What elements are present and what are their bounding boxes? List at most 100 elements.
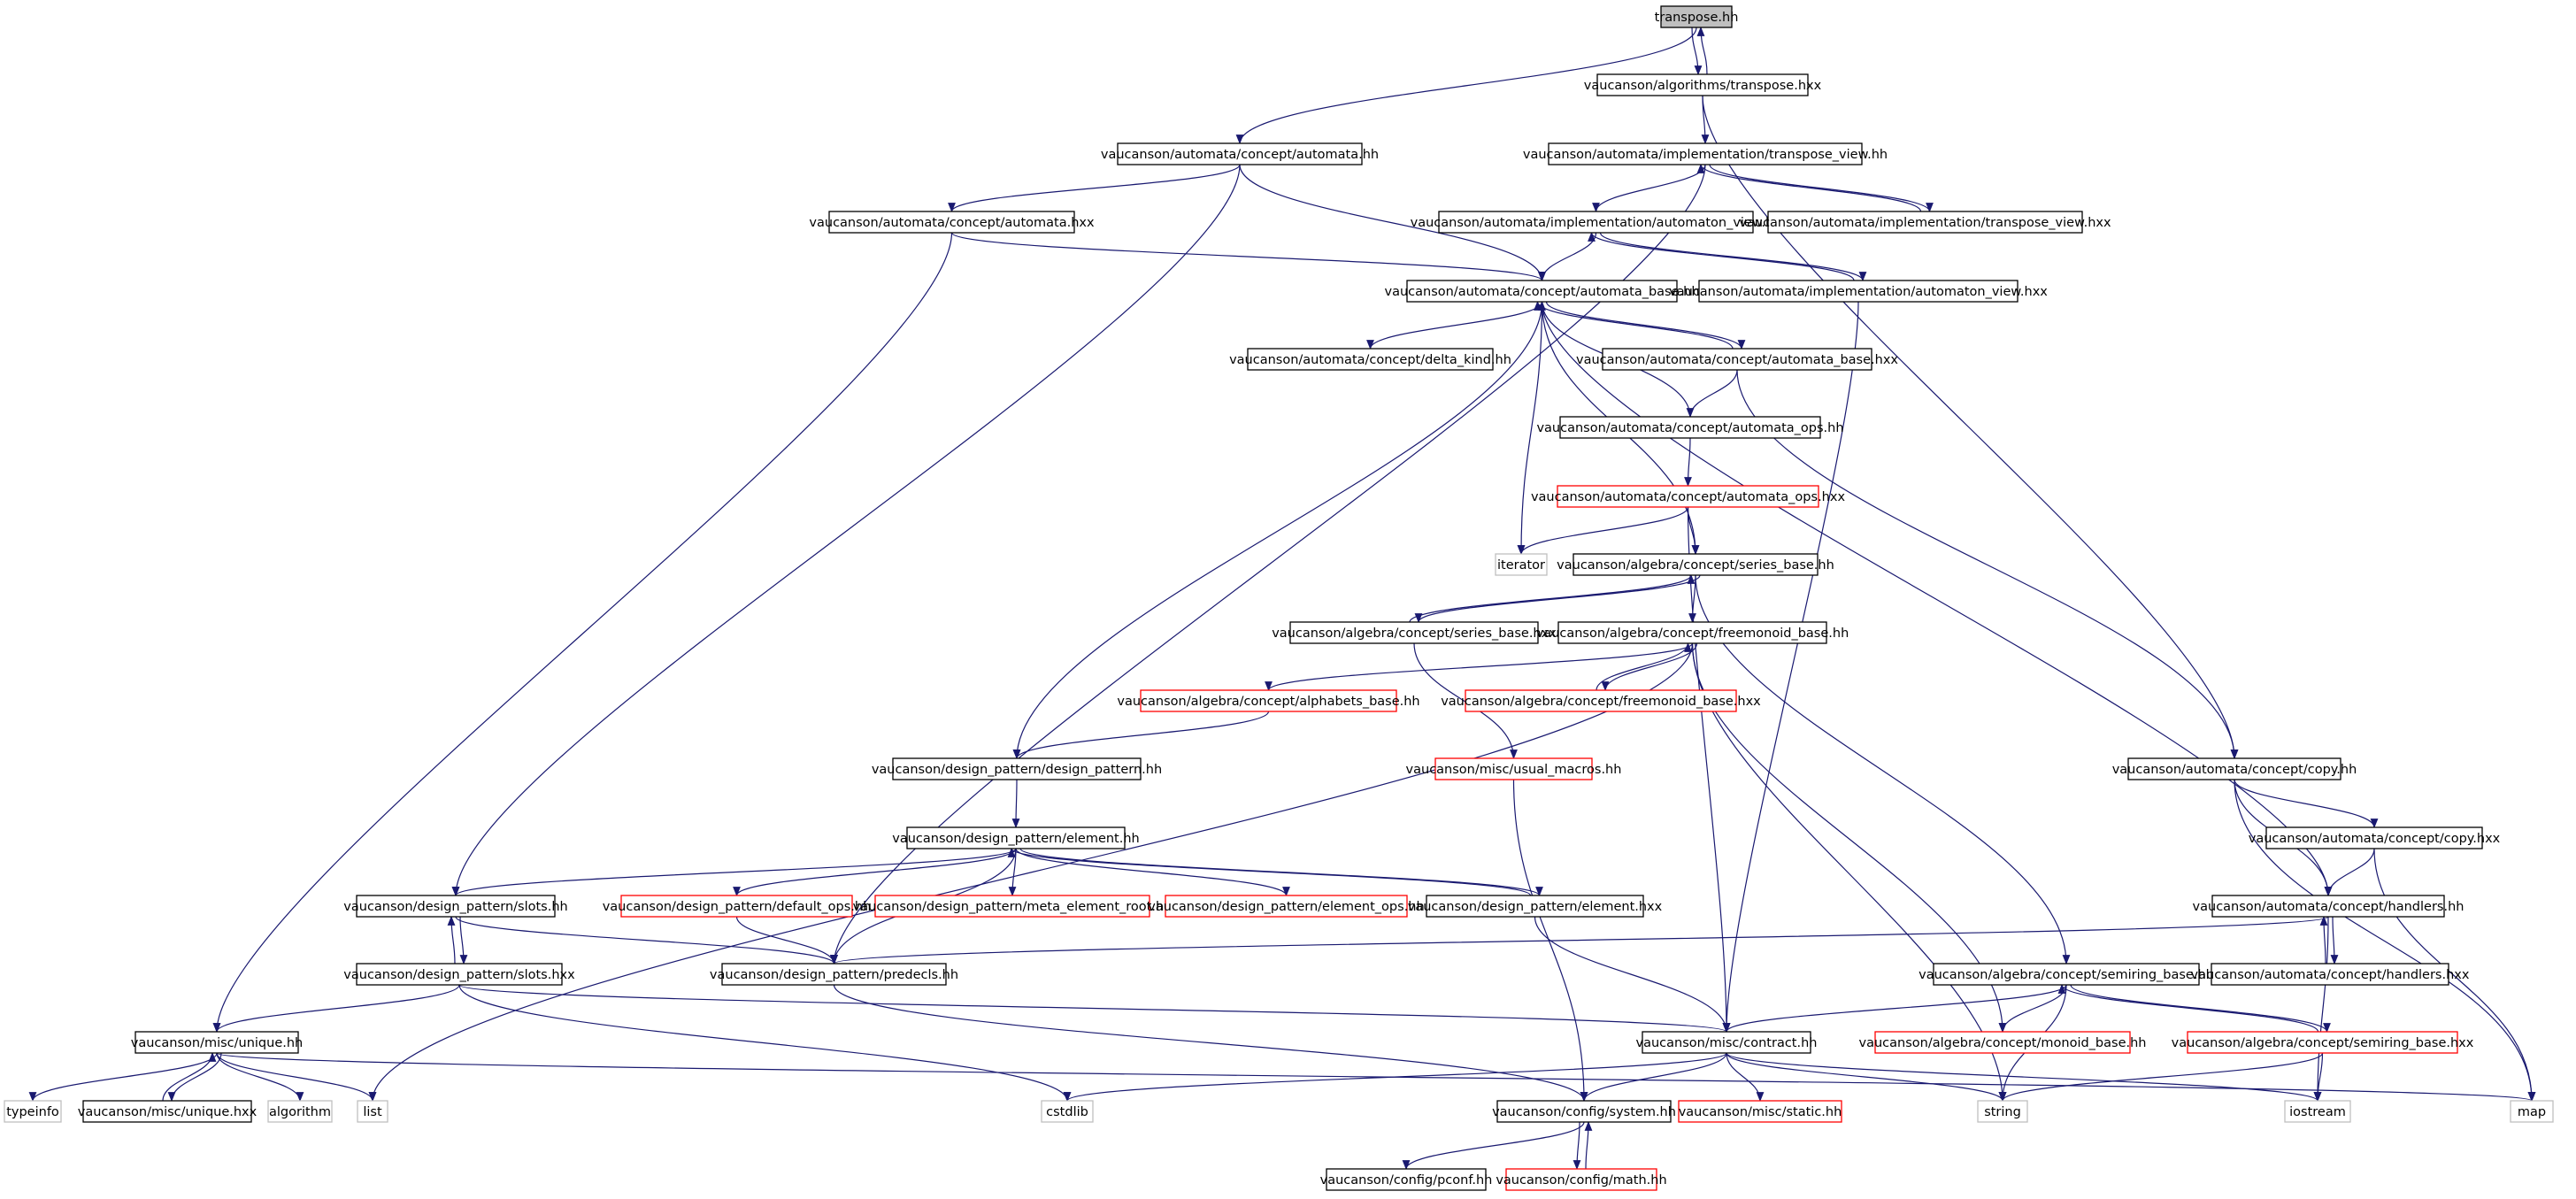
node-concept-automata-hxx[interactable]: vaucanson/automata/concept/automata.hxx — [809, 211, 1095, 234]
include-edge — [28, 1052, 218, 1103]
node-automata-ops-hh[interactable]: vaucanson/automata/concept/automata_ops.… — [1536, 416, 1844, 439]
node-box — [1596, 73, 1809, 96]
node-label: vaucanson/automata/concept/automata_base… — [1576, 353, 1898, 367]
node-layer: transpose.hh vaucanson/algorithms/transpo… — [4, 5, 2554, 1191]
node-unique-hxx[interactable]: vaucanson/misc/unique.hxx — [78, 1100, 258, 1123]
include-edge — [1726, 1052, 1765, 1103]
include-edge — [1691, 27, 1703, 76]
node-box — [1767, 211, 2083, 234]
node-label: vaucanson/automata/implementation/transp… — [1739, 216, 2111, 230]
include-edge — [1235, 27, 1697, 145]
node-string: string — [1977, 1100, 2028, 1123]
node-slots-hh[interactable]: vaucanson/design_pattern/slots.hh — [343, 895, 568, 918]
node-freemonoid-base-hxx[interactable]: vaucanson/algebra/concept/freemonoid_bas… — [1441, 689, 1761, 712]
include-edge — [1588, 231, 1855, 281]
node-alphabets-base-hh[interactable]: vaucanson/algebra/concept/alphabets_base… — [1117, 689, 1420, 712]
node-element-ops-hh[interactable]: vaucanson/design_pattern/element_ops.hh — [1148, 895, 1425, 918]
node-box — [2284, 1100, 2351, 1123]
include-edge — [1709, 164, 1934, 213]
node-box — [620, 895, 853, 918]
node-design-pattern-hh[interactable]: vaucanson/design_pattern/design_pattern.… — [872, 757, 1162, 780]
include-edge — [1512, 779, 1588, 1103]
include-edge — [1998, 984, 2067, 1034]
node-slots-hxx[interactable]: vaucanson/design_pattern/slots.hxx — [343, 963, 575, 986]
node-label: vaucanson/algebra/concept/freemonoid_bas… — [1536, 626, 1849, 641]
node-algorithm: algorithm — [267, 1100, 333, 1123]
node-label: vaucanson/automata/concept/automata_ops.… — [1536, 421, 1843, 435]
node-label: vaucanson/automata/concept/delta_kind.hh — [1229, 353, 1511, 367]
node-freemonoid-base-hh[interactable]: vaucanson/algebra/concept/freemonoid_bas… — [1536, 621, 1849, 644]
node-label: vaucanson/algebra/concept/monoid_base.hh — [1859, 1036, 2147, 1050]
node-box — [1977, 1100, 2028, 1123]
node-box — [356, 963, 563, 986]
node-label: vaucanson/misc/unique.hh — [131, 1036, 303, 1050]
node-transpose-view-hxx[interactable]: vaucanson/automata/implementation/transp… — [1739, 211, 2111, 234]
node-math-hh[interactable]: vaucanson/config/math.hh — [1496, 1168, 1667, 1191]
node-static-hh[interactable]: vaucanson/misc/static.hh — [1678, 1100, 1842, 1123]
node-copy-hh[interactable]: vaucanson/automata/concept/copy.hh — [2112, 757, 2357, 780]
node-delta-kind-hh[interactable]: vaucanson/automata/concept/delta_kind.hh — [1229, 348, 1511, 371]
node-box — [2510, 1100, 2554, 1123]
include-edge — [1534, 300, 1734, 350]
node-unique-hh[interactable]: vaucanson/misc/unique.hh — [131, 1031, 303, 1054]
node-default-ops-hh[interactable]: vaucanson/design_pattern/default_ops.hh — [603, 895, 872, 918]
include-edge — [1517, 506, 1689, 556]
node-label: vaucanson/misc/unique.hxx — [78, 1105, 258, 1119]
node-alg-transpose-hxx[interactable]: vaucanson/algorithms/transpose.hxx — [1584, 73, 1822, 96]
node-predecls-hh[interactable]: vaucanson/design_pattern/predecls.hh — [710, 963, 958, 986]
node-system-hh[interactable]: vaucanson/config/system.hh — [1492, 1100, 1676, 1123]
include-edge — [1592, 164, 1706, 213]
node-transpose-view-hh[interactable]: vaucanson/automata/implementation/transp… — [1523, 142, 1888, 165]
include-edge — [459, 916, 468, 965]
node-box — [1326, 1168, 1487, 1191]
node-box — [906, 826, 1126, 849]
node-label: vaucanson/design_pattern/slots.hxx — [343, 968, 575, 982]
node-handlers-hh[interactable]: vaucanson/automata/concept/handlers.hh — [2193, 895, 2465, 918]
include-edge — [216, 1052, 2535, 1103]
node-automaton-view-hxx[interactable]: vaucanson/automata/implementation/automa… — [1669, 280, 2048, 303]
node-semiring-base-hh[interactable]: vaucanson/algebra/concept/semiring_base.… — [1919, 963, 2214, 986]
node-label: vaucanson/automata/concept/automata.hxx — [809, 216, 1095, 230]
node-box — [874, 895, 1150, 918]
include-edge — [216, 1052, 304, 1103]
node-label: vaucanson/design_pattern/slots.hh — [343, 900, 567, 914]
include-edge — [1998, 1052, 2324, 1103]
node-box — [1165, 895, 1408, 918]
node-element-hxx[interactable]: vaucanson/design_pattern/element.hxx — [1408, 895, 1663, 918]
include-edge — [2373, 848, 2536, 1103]
node-box — [356, 895, 556, 918]
node-label: cstdlib — [1046, 1105, 1088, 1119]
node-usual-macros-hh[interactable]: vaucanson/misc/usual_macros.hh — [1406, 757, 1622, 780]
node-concept-automata-hh[interactable]: vaucanson/automata/concept/automata.hh — [1101, 142, 1379, 165]
include-edge — [1538, 232, 1597, 282]
include-edge — [1012, 711, 1270, 760]
node-box — [1557, 621, 1827, 644]
include-edge — [2070, 984, 2331, 1034]
node-box — [1698, 280, 2019, 303]
node-series-base-hh[interactable]: vaucanson/algebra/concept/series_base.hh — [1557, 553, 1834, 576]
include-edge — [1599, 232, 1867, 282]
node-semiring-base-hxx[interactable]: vaucanson/algebra/concept/semiring_base.… — [2172, 1031, 2474, 1054]
node-series-base-hxx[interactable]: vaucanson/algebra/concept/series_base.hx… — [1272, 621, 1557, 644]
include-edge — [1012, 301, 1543, 760]
node-handlers-hxx[interactable]: vaucanson/automata/concept/handlers.hxx — [2191, 963, 2470, 986]
edge-layer — [28, 26, 2536, 1171]
node-contract-hh[interactable]: vaucanson/misc/contract.hh — [1636, 1031, 1818, 1054]
include-edge — [1596, 642, 1692, 691]
include-edge — [1402, 1121, 1585, 1171]
node-element-hh[interactable]: vaucanson/design_pattern/element.hh — [892, 826, 1140, 849]
node-meta-element-root-hh[interactable]: vaucanson/design_pattern/meta_element_ro… — [853, 895, 1173, 918]
node-automaton-view-hh[interactable]: vaucanson/automata/implementation/automa… — [1411, 211, 1782, 234]
node-monoid-base-hh[interactable]: vaucanson/algebra/concept/monoid_base.hh — [1859, 1031, 2147, 1054]
include-edge — [458, 984, 1730, 1034]
node-pconf-hh[interactable]: vaucanson/config/pconf.hh — [1320, 1168, 1493, 1191]
include-edge — [212, 984, 460, 1034]
node-label: vaucanson/automata/concept/automata_base… — [1384, 285, 1699, 299]
node-transpose-hh[interactable]: transpose.hh — [1655, 5, 1739, 28]
node-box — [135, 1031, 299, 1054]
node-automata-base-hxx[interactable]: vaucanson/automata/concept/automata_base… — [1576, 348, 1898, 371]
include-edge — [447, 915, 456, 965]
node-automata-base-hh[interactable]: vaucanson/automata/concept/automata_base… — [1384, 280, 1700, 303]
node-automata-ops-hxx[interactable]: vaucanson/automata/concept/automata_ops.… — [1531, 485, 1845, 508]
node-copy-hxx[interactable]: vaucanson/automata/concept/copy.hxx — [2249, 826, 2501, 849]
